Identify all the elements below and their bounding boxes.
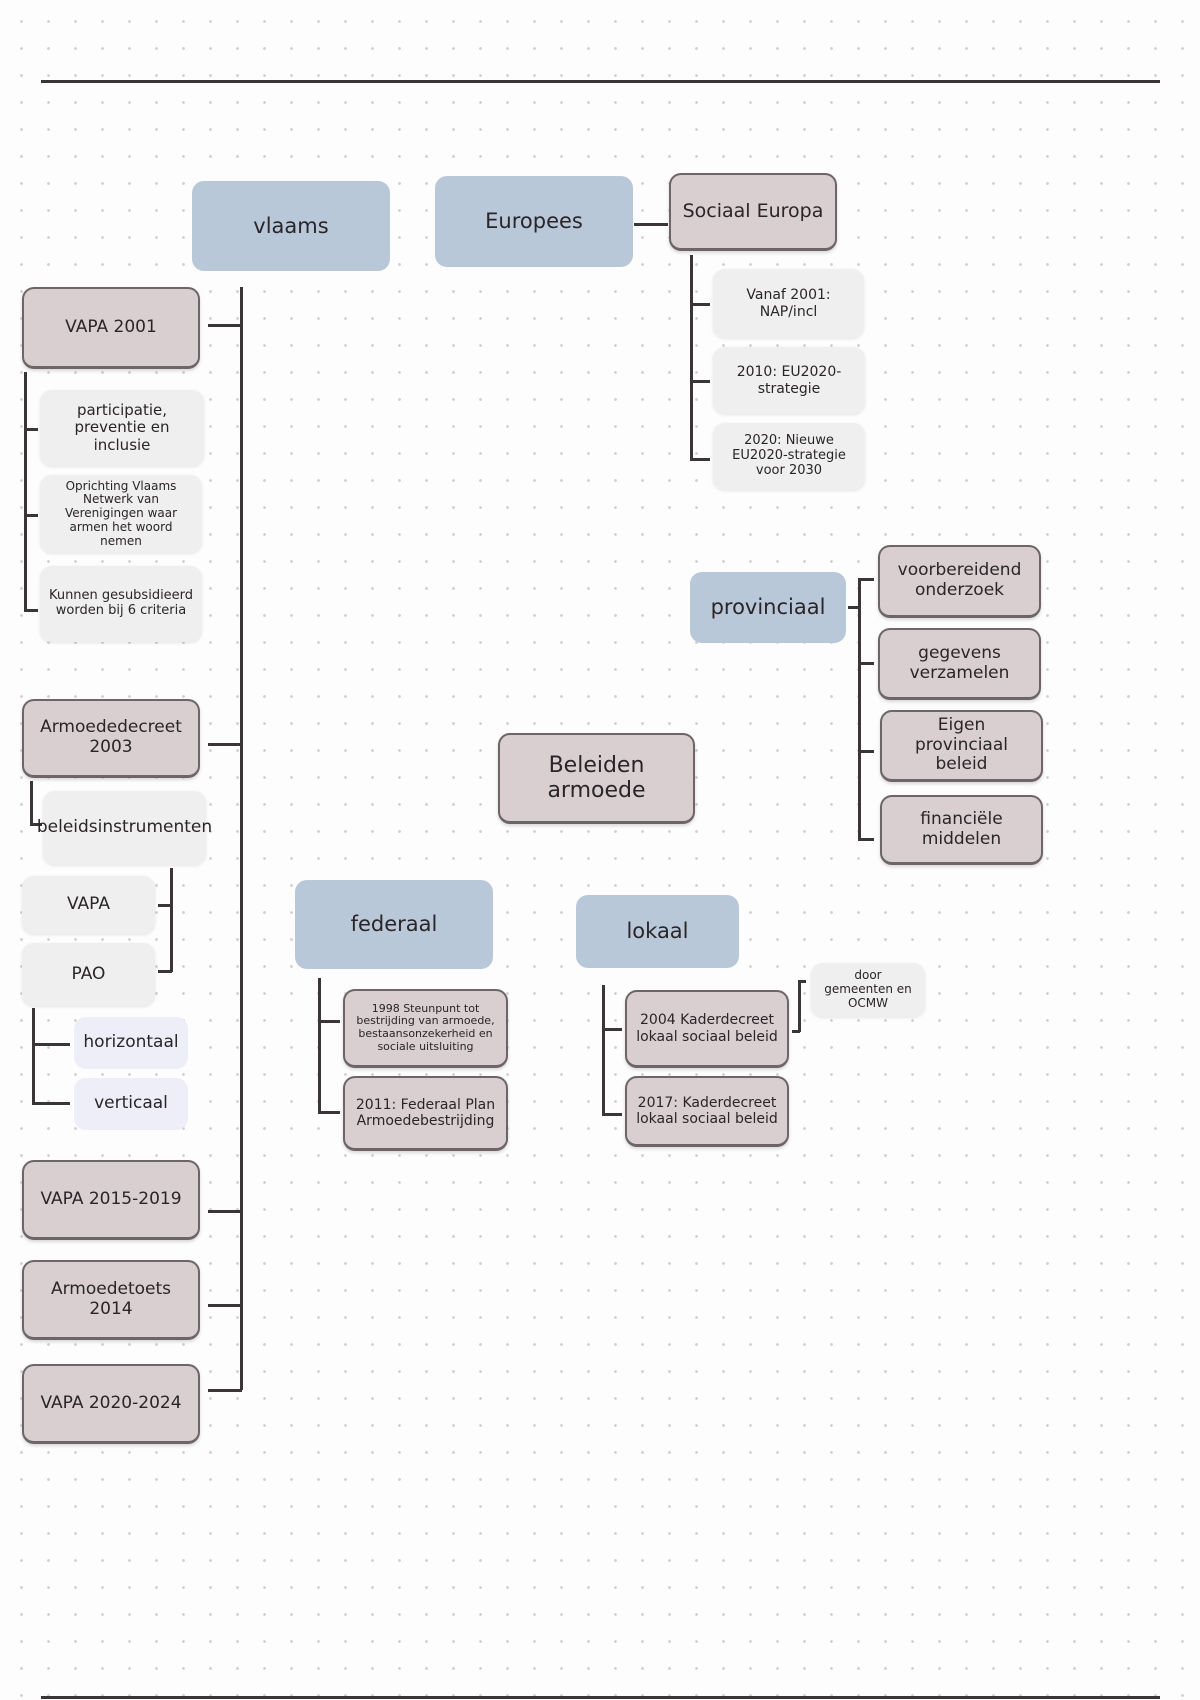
connector (690, 380, 710, 383)
beleidsinstrumenten-node[interactable]: beleidsinstrumenten (37, 791, 212, 865)
central-node[interactable]: Beleiden armoede (498, 733, 695, 824)
lokaal-node[interactable]: lokaal (576, 895, 739, 968)
federaal-plan-node[interactable]: 2011: Federaal Plan Armoedebestrijding (343, 1076, 508, 1151)
connector (602, 985, 605, 1115)
connector (208, 324, 242, 327)
nap-incl-node[interactable]: Vanaf 2001: NAP/incl (713, 269, 864, 338)
connector (858, 578, 874, 581)
bottom-rule (41, 1696, 1160, 1699)
kaderdecreet-2017-node[interactable]: 2017: Kaderdecreet lokaal sociaal beleid (625, 1076, 789, 1147)
horizontaal-node[interactable]: horizontaal (74, 1017, 188, 1069)
connector (858, 662, 874, 665)
connector (240, 287, 243, 1390)
eigen-beleid-node[interactable]: Eigen provinciaal beleid (880, 710, 1043, 782)
armoededecreet-node[interactable]: Armoededecreet 2003 (22, 699, 200, 778)
voorbereidend-node[interactable]: voorbereidend onderzoek (878, 545, 1041, 618)
connector (208, 1304, 242, 1307)
provinciaal-node[interactable]: provinciaal (690, 572, 846, 643)
vapa-2020-node[interactable]: VAPA 2020-2024 (22, 1364, 200, 1444)
oprichting-node[interactable]: Oprichting Vlaams Netwerk van Vereniging… (40, 475, 202, 553)
connector (158, 970, 172, 973)
connector (602, 1113, 622, 1116)
connector (32, 1043, 70, 1046)
connector (798, 980, 806, 983)
connector (602, 1028, 622, 1031)
connector (30, 781, 33, 825)
armoedetoets-node[interactable]: Armoedetoets 2014 (22, 1260, 200, 1340)
connector (858, 838, 874, 841)
sociaal-europa-node[interactable]: Sociaal Europa (669, 173, 837, 251)
connector (24, 372, 27, 612)
vlaams-node[interactable]: vlaams (192, 181, 390, 271)
connector (208, 1389, 242, 1392)
connector (32, 1008, 35, 1104)
connector (858, 578, 861, 840)
connector (792, 1030, 800, 1033)
connector (170, 868, 173, 972)
top-rule (41, 80, 1160, 83)
eu2020-node[interactable]: 2010: EU2020-strategie (713, 347, 865, 414)
eu2030-node[interactable]: 2020: Nieuwe EU2020-strategie voor 2030 (713, 423, 865, 490)
vapa-2015-node[interactable]: VAPA 2015-2019 (22, 1160, 200, 1240)
connector (24, 428, 38, 431)
connector (690, 303, 710, 306)
connector (858, 750, 874, 753)
connector (32, 1102, 70, 1105)
connector (318, 978, 321, 1113)
vapa-node[interactable]: VAPA (22, 876, 155, 934)
pao-node[interactable]: PAO (22, 943, 155, 1006)
participatie-node[interactable]: participatie, preventie en inclusie (40, 390, 204, 466)
connector (690, 255, 693, 460)
connector (30, 823, 42, 826)
connector (798, 980, 801, 1032)
gegevens-node[interactable]: gegevens verzamelen (878, 628, 1041, 700)
connector (318, 1020, 340, 1023)
financiele-node[interactable]: financiële middelen (880, 795, 1043, 865)
subsidie-node[interactable]: Kunnen gesubsidieerd worden bij 6 criter… (40, 566, 202, 642)
kaderdecreet-2004-node[interactable]: 2004 Kaderdecreet lokaal sociaal beleid (625, 990, 789, 1068)
connector (24, 514, 38, 517)
europees-node[interactable]: Europees (435, 176, 633, 267)
connector (208, 743, 242, 746)
vapa-2001-node[interactable]: VAPA 2001 (22, 287, 200, 369)
connector (158, 904, 172, 907)
connector (24, 609, 38, 612)
connector (690, 458, 710, 461)
connector (318, 1111, 340, 1114)
connector (634, 223, 668, 226)
verticaal-node[interactable]: verticaal (74, 1078, 188, 1130)
connector (848, 606, 860, 609)
federaal-node[interactable]: federaal (295, 880, 493, 969)
steunpunt-node[interactable]: 1998 Steunpunt tot bestrijding van armoe… (343, 989, 508, 1068)
connector (208, 1210, 242, 1213)
gemeenten-ocmw-node[interactable]: door gemeenten en OCMW (811, 963, 925, 1017)
